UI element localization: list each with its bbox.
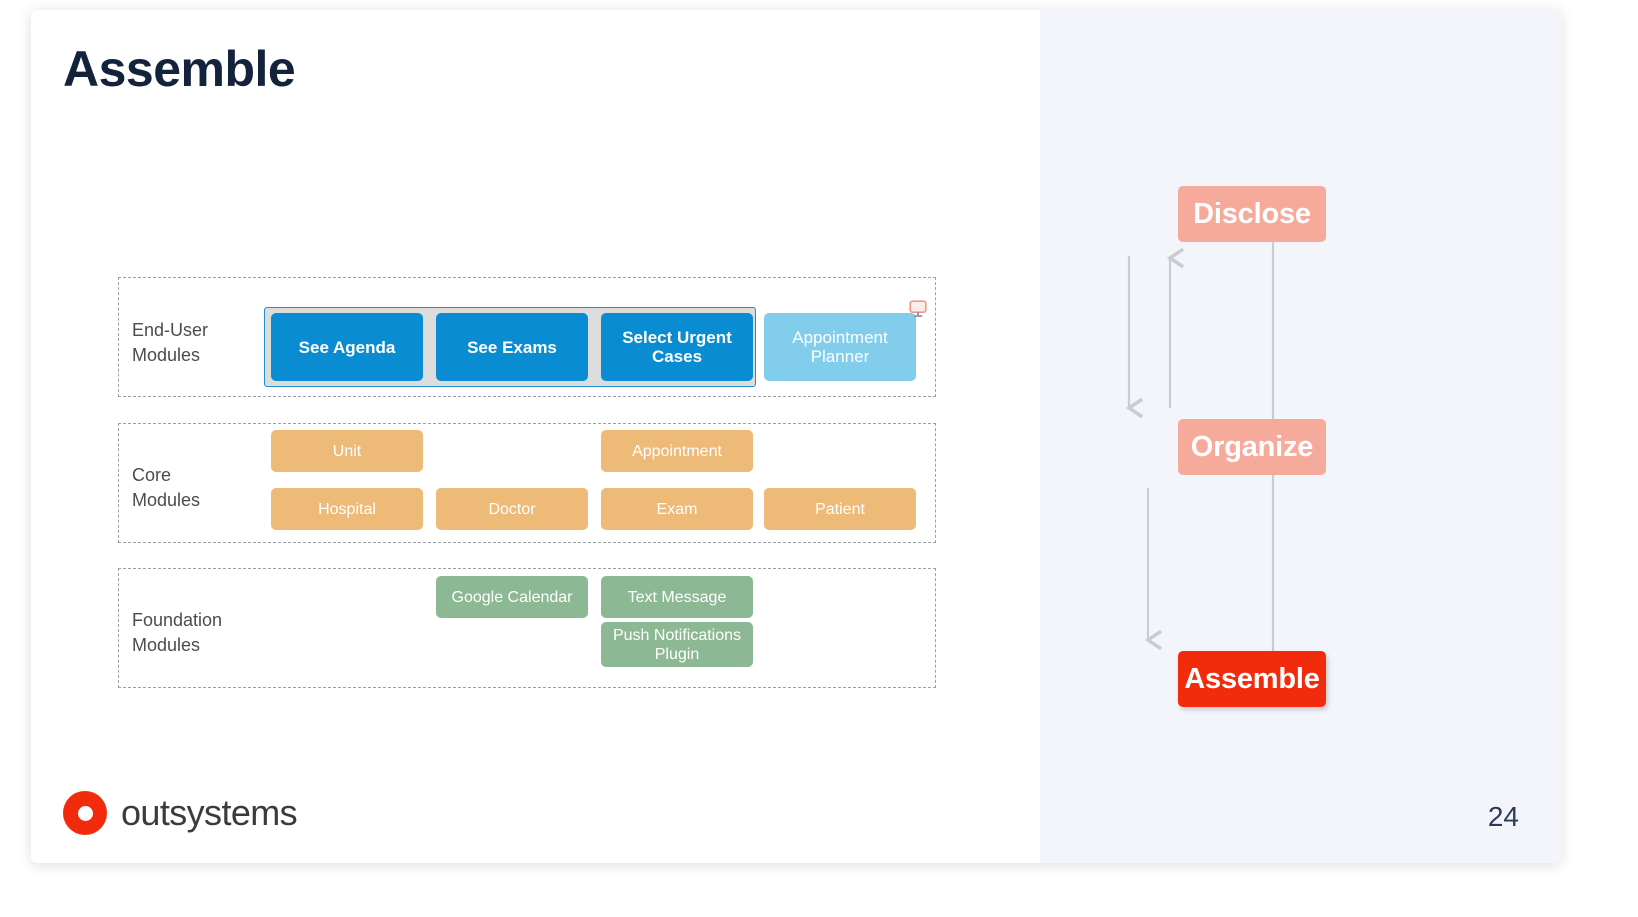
flow-step-disclose-label: Disclose <box>1193 197 1311 230</box>
module-push-notifications-plugin-label: Push Notifications Plugin <box>612 626 742 663</box>
module-appointment[interactable]: Appointment <box>601 430 753 472</box>
flow-step-assemble[interactable]: Assemble <box>1178 651 1326 707</box>
module-appointment-planner[interactable]: Appointment Planner <box>764 313 916 381</box>
module-google-calendar[interactable]: Google Calendar <box>436 576 588 618</box>
layer-label-core-line2: Modules <box>132 490 201 510</box>
module-hospital[interactable]: Hospital <box>271 488 423 530</box>
screen-icon <box>908 300 928 318</box>
module-appointment-planner-label: Appointment Planner <box>792 328 888 366</box>
module-appointment-label: Appointment <box>632 442 722 460</box>
module-google-calendar-label: Google Calendar <box>451 588 573 606</box>
outsystems-logo-icon <box>63 791 107 835</box>
layer-label-end-user: End-User Modules <box>132 318 262 368</box>
module-see-exams[interactable]: See Exams <box>436 313 588 381</box>
layer-label-end-user-line2: Modules <box>132 345 201 365</box>
module-hospital-label: Hospital <box>318 500 376 518</box>
module-select-urgent-cases-label: Select Urgent Cases <box>622 328 732 366</box>
slide-card: Disclose Organize Assemble Assemble End-… <box>31 10 1561 863</box>
module-push-notifications-plugin[interactable]: Push Notifications Plugin <box>601 622 753 667</box>
outsystems-logo: outsystems <box>63 791 298 835</box>
module-doctor-label: Doctor <box>488 500 536 518</box>
module-text-message-label: Text Message <box>627 588 727 606</box>
page-number: 24 <box>1487 801 1519 832</box>
flow-step-assemble-label: Assemble <box>1184 662 1320 695</box>
layer-label-core: Core Modules <box>132 463 262 513</box>
flow-step-disclose[interactable]: Disclose <box>1178 186 1326 242</box>
module-see-exams-label: See Exams <box>467 337 557 357</box>
flow-step-organize[interactable]: Organize <box>1178 419 1326 475</box>
module-select-urgent-cases[interactable]: Select Urgent Cases <box>601 313 753 381</box>
layer-label-core-line1: Core <box>132 465 172 485</box>
module-unit-label: Unit <box>332 442 362 460</box>
page-title: Assemble <box>63 41 296 97</box>
module-doctor[interactable]: Doctor <box>436 488 588 530</box>
flow-step-organize-label: Organize <box>1190 430 1314 463</box>
module-text-message[interactable]: Text Message <box>601 576 753 618</box>
module-see-agenda-label: See Agenda <box>298 337 396 357</box>
layer-label-foundation: Foundation Modules <box>132 608 292 658</box>
layer-label-foundation-line1: Foundation <box>132 610 223 630</box>
layer-label-foundation-line2: Modules <box>132 635 201 655</box>
module-exam[interactable]: Exam <box>601 488 753 530</box>
layer-label-end-user-line1: End-User <box>132 320 209 340</box>
module-patient[interactable]: Patient <box>764 488 916 530</box>
outsystems-logo-text: outsystems <box>121 792 298 833</box>
module-patient-label: Patient <box>815 500 865 518</box>
flow-panel: Disclose Organize Assemble <box>1040 10 1561 863</box>
module-unit[interactable]: Unit <box>271 430 423 472</box>
module-exam-label: Exam <box>656 500 698 518</box>
module-see-agenda[interactable]: See Agenda <box>271 313 423 381</box>
